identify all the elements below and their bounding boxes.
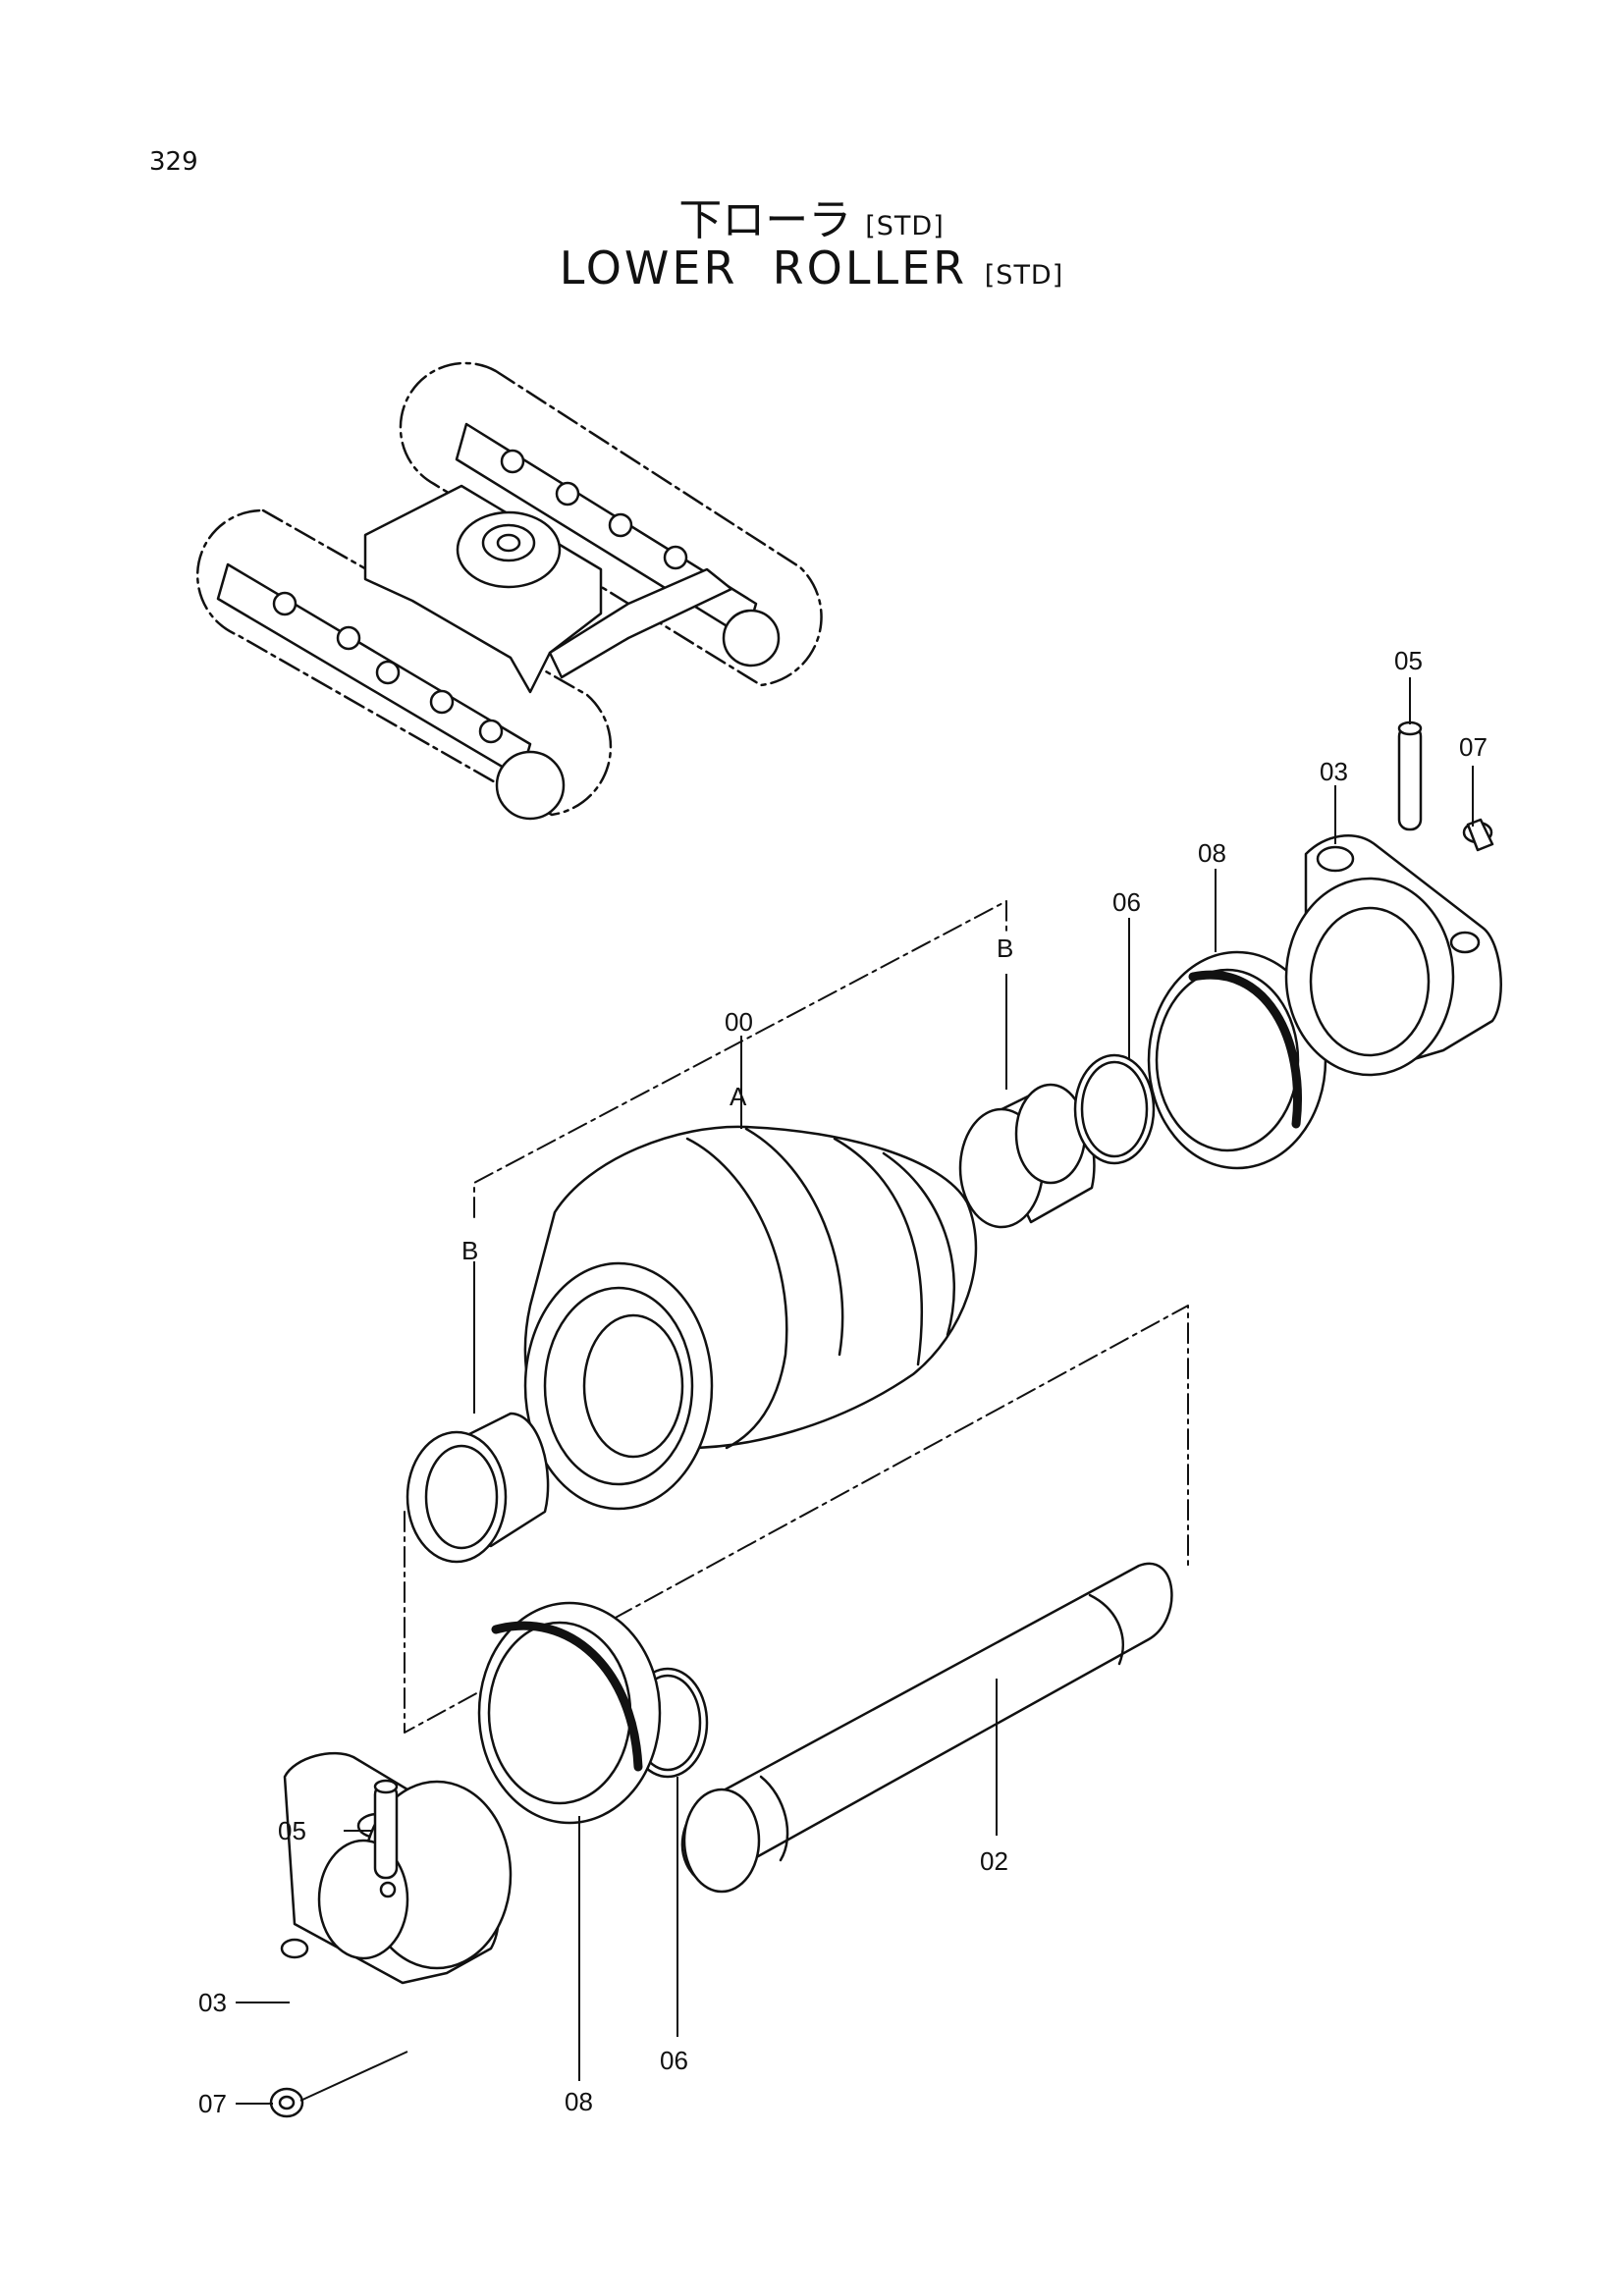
title-english-text: LOWER ROLLER	[559, 241, 968, 294]
callout-labels: 00 A B B 02 03 03 05 05 06 06 07 07 08 0…	[198, 646, 1488, 2118]
callout-B-right: B	[997, 934, 1013, 963]
callout-B-left: B	[461, 1236, 478, 1265]
callout-A: A	[730, 1082, 747, 1111]
callout-06-bottom: 06	[660, 2046, 688, 2075]
title-japanese-tag: [STD]	[865, 211, 945, 241]
idler-wheel-rear	[722, 609, 781, 667]
leader-lines	[236, 677, 1474, 2105]
callout-06-top: 06	[1112, 887, 1141, 917]
pin-top	[1397, 721, 1423, 831]
track-rollers	[272, 449, 688, 744]
callout-05-bottom: 05	[278, 1816, 306, 1845]
frame-arm	[548, 567, 733, 679]
floating-seal-top	[1147, 950, 1327, 1170]
floating-seal-bottom	[477, 1601, 662, 1825]
bushing-right	[958, 1083, 1096, 1229]
plug-top	[1462, 818, 1494, 852]
callout-08-bottom: 08	[565, 2087, 593, 2116]
pin-bottom	[373, 1779, 399, 1880]
callout-02: 02	[980, 1846, 1008, 1876]
callout-08-top: 08	[1198, 838, 1226, 868]
idler-wheel-front	[495, 750, 566, 821]
bracket-line-bottom	[404, 1305, 1189, 1734]
callout-07-top: 07	[1459, 732, 1488, 762]
collar-top	[1284, 834, 1502, 1077]
callout-03-top: 03	[1320, 757, 1348, 786]
callout-05-top: 05	[1394, 646, 1423, 675]
page-number: 329	[149, 147, 198, 177]
callout-00: 00	[725, 1007, 753, 1037]
title-english-tag: [STD]	[984, 260, 1064, 291]
callout-07-bottom: 07	[198, 2089, 227, 2118]
roller-body	[523, 1125, 978, 1511]
plug-bottom	[269, 2087, 304, 2118]
bushing-left	[406, 1412, 550, 1564]
shaft	[680, 1562, 1173, 1894]
undercarriage-overview	[196, 361, 823, 821]
callout-03-bottom: 03	[198, 1988, 227, 2017]
title-japanese: 下ローラ [STD]	[0, 185, 1623, 247]
title-english: LOWER ROLLER [STD]	[0, 241, 1623, 294]
title-japanese-text: 下ローラ	[678, 195, 852, 245]
roller-bore-inner	[582, 1313, 684, 1459]
